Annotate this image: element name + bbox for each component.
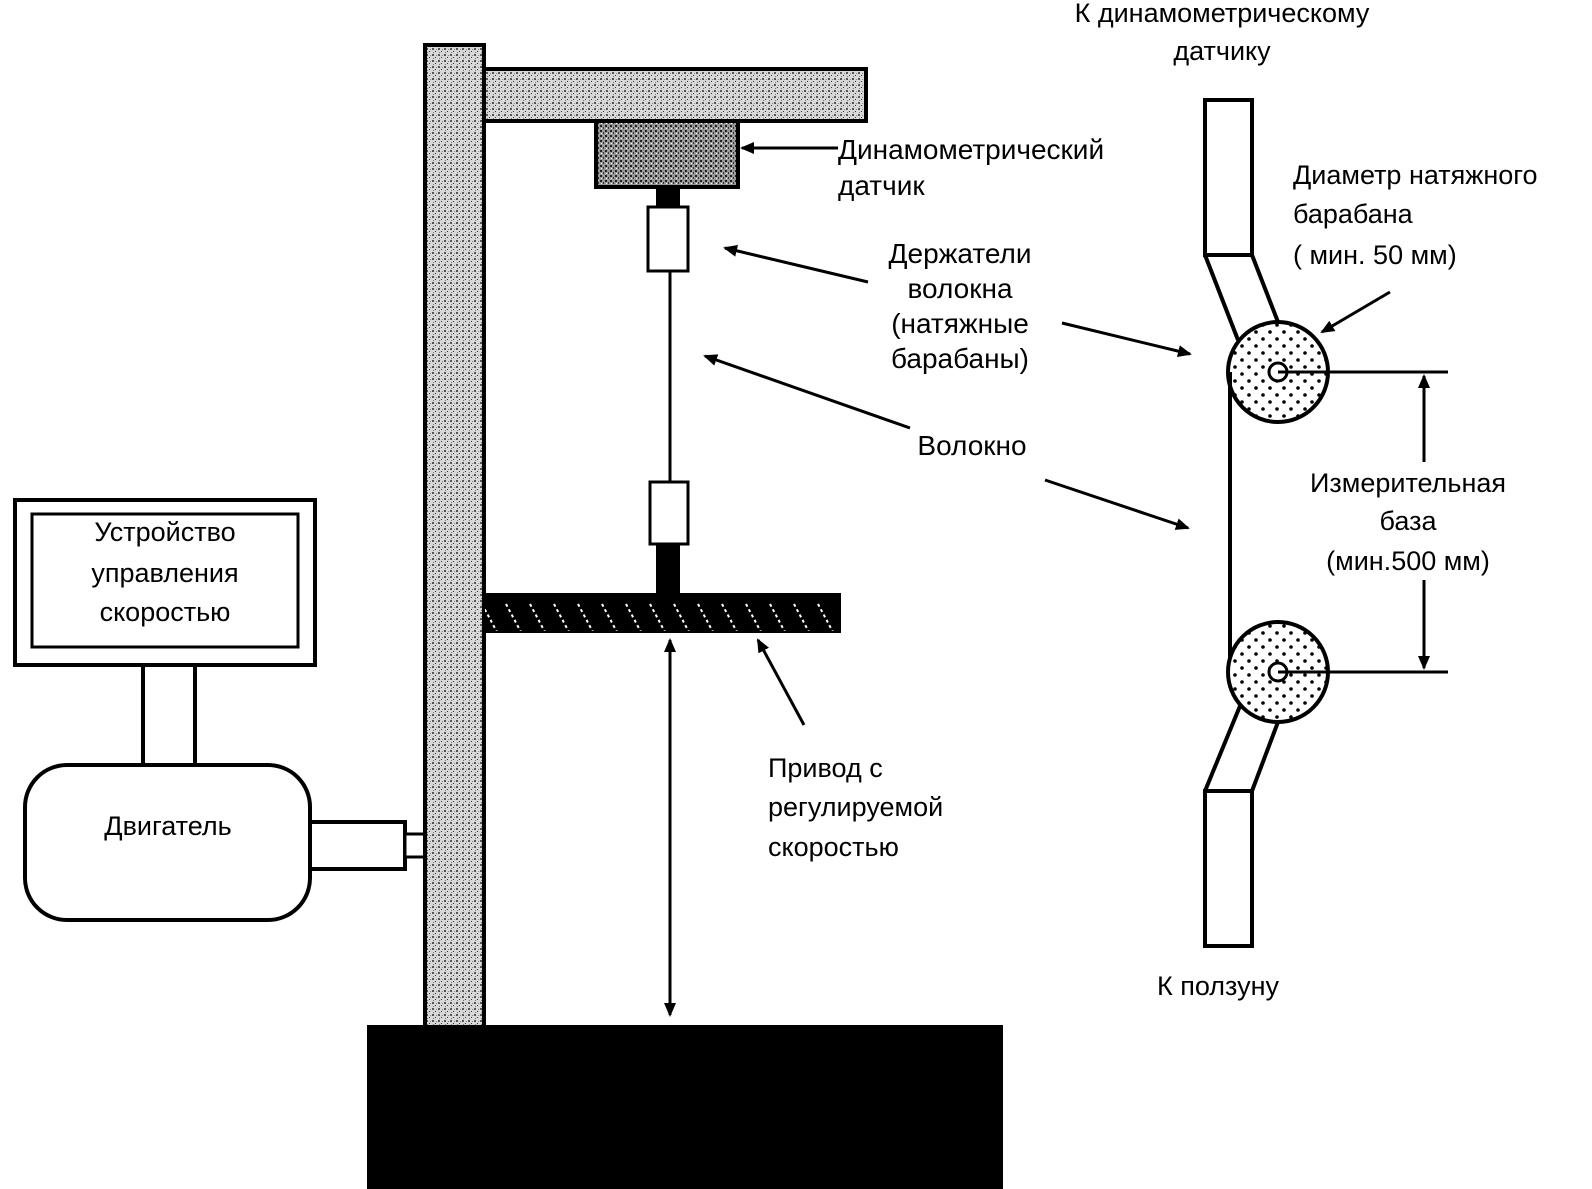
speed-controller-label-line3: скоростью — [100, 597, 231, 627]
drum-diameter-label-line3: ( мин. 50 мм) — [1293, 240, 1457, 270]
fiber-label: Волокно — [917, 430, 1026, 461]
drum-diameter-leader-arrow — [1320, 290, 1391, 334]
upper-link-left — [1203, 254, 1240, 341]
fiber-leader-arrow-left — [703, 354, 911, 430]
machine-column — [423, 43, 486, 1037]
holders-leader-arrow-left — [723, 244, 869, 284]
lower-link-left — [1203, 705, 1242, 792]
drive-label-line2: регулируемой — [768, 792, 943, 822]
drum-diameter-label-line2: барабана — [1293, 199, 1414, 229]
drive-label-line3: скоростью — [768, 832, 899, 862]
fiber-holders-label-line4: барабаны) — [891, 343, 1029, 374]
holders-leader-arrow-right — [1061, 321, 1192, 358]
machine-base — [367, 1025, 1003, 1189]
upper-fiber-holder — [646, 205, 690, 273]
speed-controller-box: Устройство управления скоростью — [13, 498, 317, 667]
drive-leader-arrow — [756, 638, 806, 726]
lower-connecting-bar — [1203, 789, 1254, 948]
lower-link-right — [1250, 721, 1280, 792]
upper-link-right — [1250, 254, 1280, 323]
upper-connecting-bar — [1203, 98, 1254, 257]
fiber-holders-label-line1: Держатели — [889, 238, 1032, 269]
motor-label: Двигатель — [104, 811, 231, 841]
load-cell — [594, 119, 740, 189]
speed-controller-label-line1: Устройство — [94, 517, 235, 547]
gauge-length-label-line1: Измерительная — [1310, 468, 1506, 498]
motor: Двигатель — [23, 763, 312, 922]
to-slider-label: К ползуну — [1157, 971, 1280, 1001]
gauge-length-label-line3: (мин.500 мм) — [1326, 546, 1490, 576]
top-crossbeam — [482, 67, 868, 123]
load-cell-stem — [656, 187, 680, 207]
to-load-cell-label-line2: датчику — [1173, 36, 1271, 66]
motor-shaft — [308, 820, 433, 871]
fiber-holders-label-line3: (натяжные — [891, 308, 1029, 339]
drive-label-line1: Привод с — [768, 753, 883, 783]
moving-crosshead — [483, 593, 841, 633]
speed-controller-label-line2: управления — [91, 558, 238, 588]
drum-diameter-label-line1: Диаметр натяжного — [1293, 160, 1538, 190]
load-cell-label-line1: Динамометрический — [838, 134, 1104, 165]
controller-motor-link — [141, 665, 197, 765]
load-cell-label-line2: датчик — [838, 170, 925, 201]
to-load-cell-label-line1: К динамометрическому — [1075, 0, 1370, 28]
gauge-length-label-line2: база — [1380, 506, 1438, 536]
fiber-holders-label-line2: волокна — [907, 273, 1012, 304]
lower-holder-stem — [656, 544, 680, 594]
lower-fiber-holder — [648, 480, 690, 546]
fiber-leader-arrow-right — [1044, 478, 1190, 530]
